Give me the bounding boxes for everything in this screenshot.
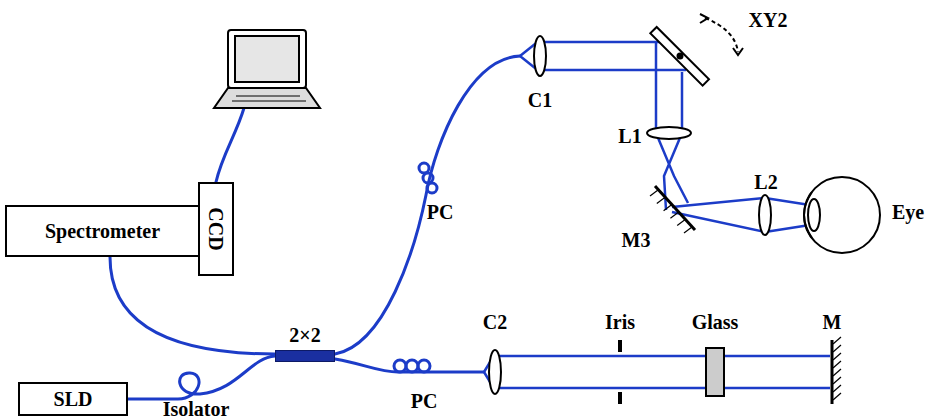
hatch — [833, 385, 841, 392]
part-label: Iris — [605, 312, 635, 332]
sample-fiber — [335, 56, 520, 354]
iris — [618, 340, 622, 404]
pc-loop — [419, 163, 429, 173]
node-label: 2×2 — [289, 325, 320, 345]
pc-loop — [406, 360, 418, 372]
mirror-m3 — [655, 186, 695, 230]
part-label: L2 — [754, 172, 777, 192]
part-label: Glass — [692, 312, 739, 332]
hatch — [657, 197, 665, 203]
scan-arrows — [700, 14, 743, 55]
laptop-keyboard — [214, 88, 320, 108]
fiber-coupler: 2×2 — [275, 350, 335, 362]
scan-mirror — [650, 27, 709, 86]
reference-fiber — [335, 359, 484, 372]
optical-fiber — [128, 356, 275, 399]
lens-l2 — [759, 195, 771, 235]
lens-c2 — [489, 350, 501, 394]
eye-lens — [808, 199, 820, 231]
beam — [495, 356, 830, 388]
part-label: M — [823, 312, 842, 332]
hatch — [833, 361, 841, 368]
hatch — [664, 205, 672, 211]
hatch — [684, 227, 692, 233]
hatch — [833, 345, 841, 352]
node-label: SLD — [54, 389, 93, 409]
eye — [804, 177, 880, 253]
laptop-display — [235, 36, 299, 82]
hatch — [833, 377, 841, 384]
hatch — [833, 337, 841, 344]
scan-arc — [705, 18, 738, 52]
usb-cable — [216, 108, 244, 182]
hatch — [833, 369, 841, 376]
pc-loop — [394, 360, 406, 372]
hatch — [670, 212, 678, 218]
pc-loop — [427, 183, 437, 193]
pc-loop — [418, 360, 430, 372]
hatch — [833, 393, 841, 400]
reference-mirror — [831, 340, 834, 404]
lens-c1 — [534, 36, 546, 76]
spectrometer-box: Spectrometer — [5, 205, 200, 257]
mirror-pivot — [678, 54, 683, 59]
beam — [656, 133, 688, 210]
beam — [656, 42, 682, 133]
part-label: L1 — [618, 126, 641, 146]
part-label: Eye — [892, 202, 924, 222]
part-label: PC — [411, 391, 438, 411]
laptop-screen — [228, 30, 306, 88]
hatch — [677, 220, 685, 226]
part-label: C1 — [528, 90, 552, 110]
glass-plate — [706, 348, 724, 396]
lens-l1 — [647, 127, 691, 139]
source-box: SLD — [18, 382, 128, 416]
hatch — [650, 190, 658, 196]
hatch — [833, 353, 841, 360]
beam — [672, 198, 765, 232]
part-label: XY2 — [749, 10, 788, 30]
ccd-box: CCD — [198, 182, 234, 276]
laptop-keys — [232, 96, 306, 101]
part-label: M3 — [622, 230, 651, 250]
node-label: Spectrometer — [45, 221, 160, 241]
part-label: Isolator — [163, 399, 230, 419]
optical-fiber — [110, 257, 275, 354]
pc-loop — [423, 173, 433, 183]
part-label: C2 — [483, 312, 507, 332]
part-label: PC — [427, 202, 454, 222]
node-label: CCD — [206, 207, 226, 250]
